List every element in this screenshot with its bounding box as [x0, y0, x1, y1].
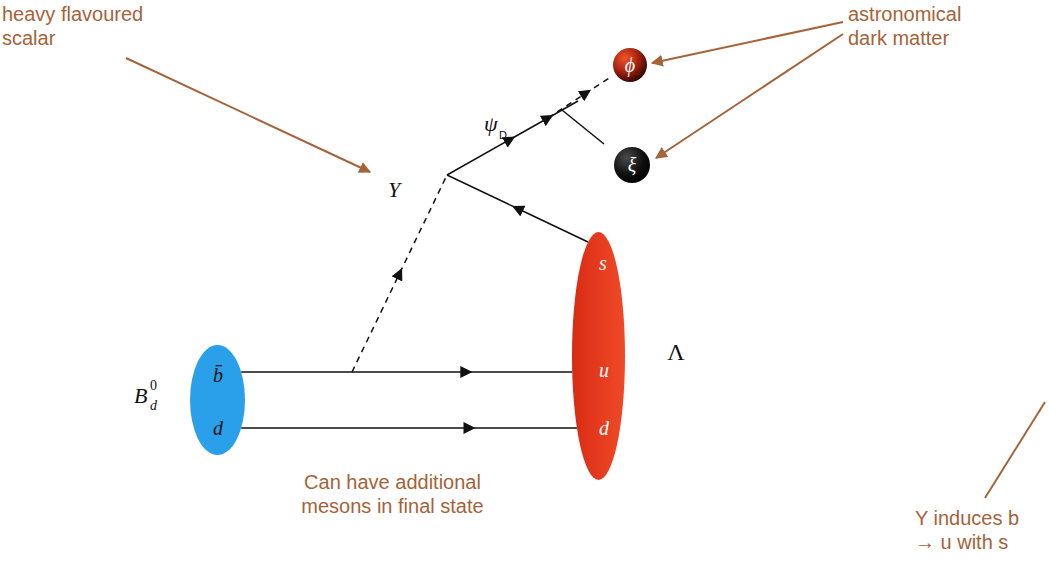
quark-line	[241, 371, 572, 373]
annotation: heavy flavoured scalar	[2, 2, 152, 50]
fermion-line	[447, 175, 588, 242]
quark-label: b̄	[213, 365, 223, 385]
quark-label: d	[599, 418, 609, 438]
dark-matter-particle: ξ	[614, 147, 650, 183]
leader-arrow	[126, 58, 370, 172]
leader-arrow	[656, 34, 843, 158]
subscript: d	[150, 399, 157, 413]
scalar-line	[548, 77, 611, 118]
particle-symbol: ϕ	[625, 55, 635, 75]
particle-label: Y	[388, 179, 400, 201]
node-shape	[613, 48, 647, 82]
particle-label: B	[134, 385, 147, 407]
quark-label: u	[599, 360, 609, 380]
leader-line	[985, 402, 1045, 498]
baryon-ellipse: sudΛ	[572, 232, 625, 480]
baryon-name: Λ	[667, 340, 684, 364]
particle-label: ψ	[484, 113, 498, 135]
quark-line	[241, 427, 577, 429]
annotation: Can have additional mesons in final stat…	[285, 470, 500, 518]
node-shape	[614, 147, 650, 183]
scalar-line	[352, 175, 447, 372]
quark-label: d	[213, 418, 223, 438]
quark-label: s	[599, 253, 607, 273]
leader-arrow	[652, 22, 843, 63]
annotation: astronomical dark matter	[848, 2, 988, 50]
meson-ellipse: b̄ d	[190, 345, 245, 455]
dark-matter-particle: ϕ	[613, 48, 647, 82]
node-outline	[190, 345, 245, 455]
node-shape	[190, 345, 245, 455]
subscript: D	[499, 130, 507, 141]
fermion-line	[562, 110, 604, 144]
fermion-line	[447, 101, 578, 175]
superscript: 0	[150, 379, 157, 393]
annotation: Y induces b → u with s	[915, 506, 1040, 554]
node-shape	[572, 232, 625, 480]
node-outline	[572, 232, 625, 480]
particle-symbol: ξ	[628, 155, 637, 175]
